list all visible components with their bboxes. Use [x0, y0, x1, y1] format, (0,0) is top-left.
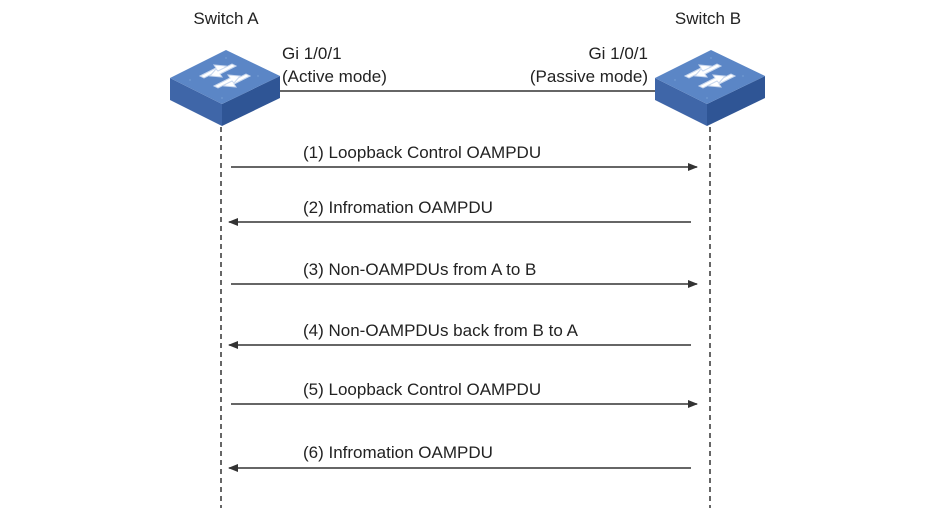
switch-a-port-label: Gi 1/0/1 [282, 44, 342, 63]
message-4-label: (4) Non-OAMPDUs back from B to A [303, 321, 579, 340]
message-5: (5) Loopback Control OAMPDU [231, 380, 698, 408]
message-4: (4) Non-OAMPDUs back from B to A [228, 321, 691, 349]
message-2: (2) Infromation OAMPDU [228, 198, 691, 226]
message-3: (3) Non-OAMPDUs from A to B [231, 260, 698, 288]
switch-b-network-switch-icon [655, 49, 765, 127]
switch-b-port-label: Gi 1/0/1 [588, 44, 648, 63]
message-6-label: (6) Infromation OAMPDU [303, 443, 493, 462]
switch-a-network-switch-icon [170, 49, 280, 127]
switch-b-title: Switch B [675, 9, 741, 28]
switch-b-mode-label: (Passive mode) [530, 67, 648, 86]
message-1-label: (1) Loopback Control OAMPDU [303, 143, 541, 162]
message-6: (6) Infromation OAMPDU [228, 443, 691, 472]
message-3-label: (3) Non-OAMPDUs from A to B [303, 260, 536, 279]
switch-a-mode-label: (Active mode) [282, 67, 387, 86]
message-2-label: (2) Infromation OAMPDU [303, 198, 493, 217]
switch-a-title: Switch A [193, 9, 259, 28]
message-1: (1) Loopback Control OAMPDU [231, 143, 698, 171]
message-5-label: (5) Loopback Control OAMPDU [303, 380, 541, 399]
